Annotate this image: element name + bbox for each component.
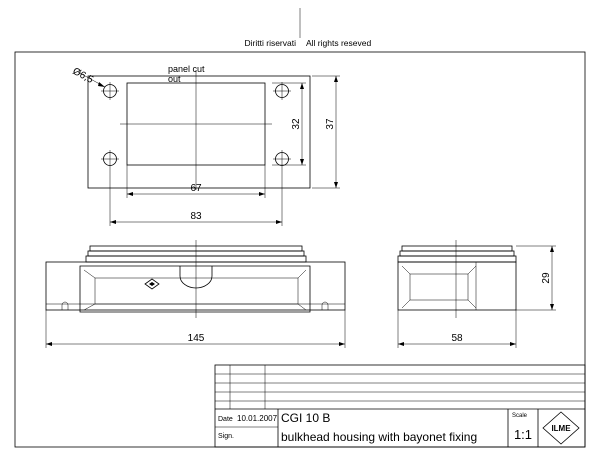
dimension-37: 37 <box>312 75 340 189</box>
latch-diamond-icon <box>144 278 160 290</box>
side-body <box>397 261 517 311</box>
dimension-58: 58 <box>397 310 517 348</box>
dimension-37-label: 37 <box>325 118 336 130</box>
part-code: CGI 10 B <box>281 411 330 425</box>
front-view: 145 <box>45 240 346 348</box>
title-block: Date 10.01.2007 Sign. CGI 10 B bulkhead … <box>214 364 586 448</box>
scale-label: Scale <box>512 413 528 419</box>
scale-value: 1:1 <box>514 427 532 442</box>
dimension-32-label: 32 <box>291 118 302 130</box>
foot-slot-left <box>61 301 69 310</box>
date-label: Date <box>218 416 233 423</box>
panel-cutout-label-line2: out <box>168 74 181 84</box>
housing-outline-top <box>87 75 311 189</box>
side-collar-ring-2 <box>399 250 515 257</box>
base-flange <box>45 261 346 311</box>
dimension-29: 29 <box>516 245 556 311</box>
logo-text: ILME <box>551 424 571 433</box>
dimension-58-label: 58 <box>451 333 463 344</box>
date-value: 10.01.2007 <box>237 414 278 423</box>
panel-cutout-label-line1: panel cut <box>168 64 205 74</box>
side-view: 29 58 <box>397 240 556 348</box>
body-chamfers <box>83 269 307 311</box>
dimension-67-label: 67 <box>190 183 202 194</box>
top-view: Ø6,5 panel cut out 32 37 <box>71 64 340 226</box>
diameter-arrow <box>98 82 105 87</box>
dimension-67: 67 <box>126 165 266 198</box>
mounting-hole-top-right <box>273 82 291 100</box>
dimension-83: 83 <box>109 168 283 226</box>
side-collar-ring-1 <box>401 245 513 252</box>
side-collar-ring-3 <box>397 255 517 263</box>
side-chamfers <box>401 265 477 309</box>
mounting-hole-top-left <box>101 82 119 100</box>
mounting-hole-bottom-right <box>273 150 291 168</box>
dimension-29-label: 29 <box>541 272 552 284</box>
rights-reserved-english: All rights reseved <box>306 38 371 48</box>
ilme-logo: ILME <box>542 411 580 445</box>
diameter-label: Ø6,5 <box>71 66 96 86</box>
header: Diritti riservati All rights reseved <box>245 8 371 48</box>
dimension-83-label: 83 <box>190 211 202 222</box>
dimension-145-label: 145 <box>188 333 205 344</box>
mounting-hole-bottom-left <box>101 150 119 168</box>
foot-slot-right <box>321 301 329 310</box>
rights-reserved-italian: Diritti riservati <box>245 38 297 48</box>
sign-label: Sign. <box>218 433 234 440</box>
part-description: bulkhead housing with bayonet fixing <box>281 430 477 444</box>
title-block-frame <box>214 364 586 448</box>
dimension-32: 32 <box>272 82 306 166</box>
dimension-145: 145 <box>45 310 346 348</box>
drawing-border <box>14 51 586 448</box>
body-outline <box>79 265 311 313</box>
